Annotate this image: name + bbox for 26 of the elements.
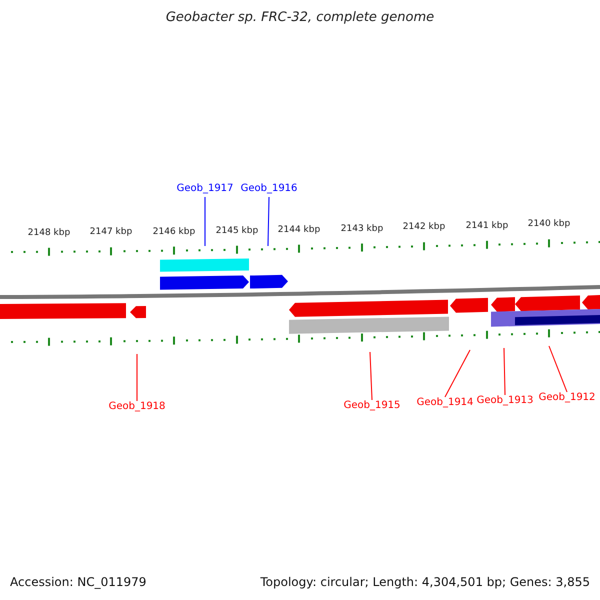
leader-line	[204, 196, 206, 246]
leader-line	[444, 350, 470, 398]
gene-label: Geob_1914	[416, 398, 474, 408]
leader-line	[370, 352, 372, 400]
scale-label: 2148 kbp	[28, 228, 70, 238]
scale-label: 2142 kbp	[402, 223, 446, 232]
scale-label: 2145 kbp	[216, 226, 258, 236]
scale-label: 2144 kbp	[278, 226, 320, 235]
scale-label: 2141 kbp	[466, 222, 508, 231]
scale-label: 2146 kbp	[152, 228, 196, 237]
leader-line	[268, 196, 270, 246]
scale-label: 2143 kbp	[340, 224, 384, 234]
leader-line	[136, 354, 138, 402]
gene-label: Geob_1912	[538, 393, 596, 403]
genome-summary-text: Topology: circular; Length: 4,304,501 bp; Genes: 3,855	[260, 576, 590, 588]
genome-title: Geobacter sp. FRC-32, complete genome	[166, 11, 434, 24]
gene-label: Geob_1915	[344, 401, 400, 411]
leader-line	[504, 348, 506, 396]
gene-label: Geob_1917	[176, 184, 234, 194]
gene-label: Geob_1918	[108, 402, 166, 412]
gene-label: Geob_1916	[240, 184, 298, 194]
accession-text: Accession: NC_011979	[10, 576, 146, 588]
scale-label: 2140 kbp	[528, 220, 570, 230]
leader-line	[548, 346, 568, 392]
scale-label: 2147 kbp	[90, 228, 132, 238]
gene-label: Geob_1913	[476, 396, 534, 406]
